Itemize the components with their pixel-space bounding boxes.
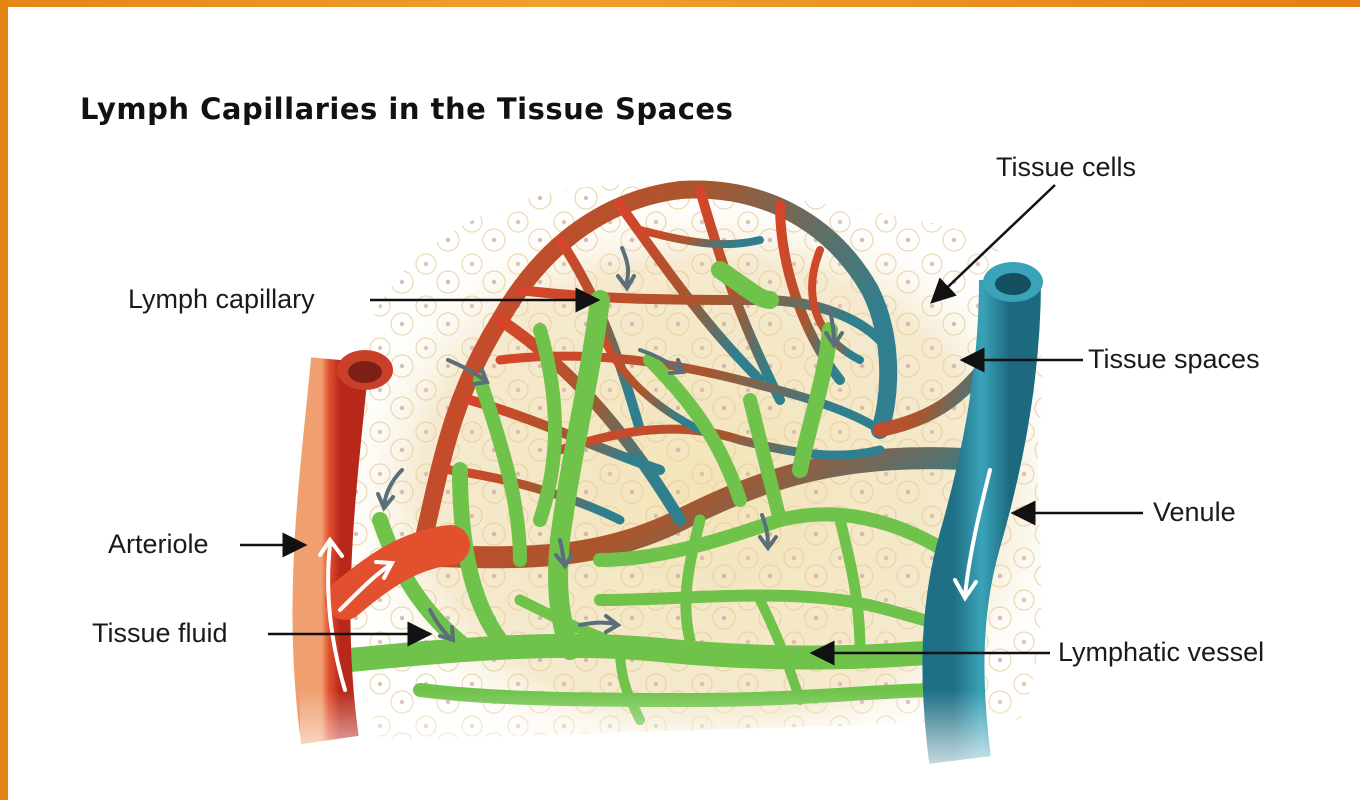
label-venule: Venule: [1153, 499, 1236, 526]
label-tissue-cells: Tissue cells: [996, 154, 1136, 181]
bottom-fade: [300, 690, 1080, 790]
label-arteriole: Arteriole: [108, 531, 209, 558]
diagram-title: Lymph Capillaries in the Tissue Spaces: [80, 92, 733, 126]
label-tissue-fluid: Tissue fluid: [92, 620, 228, 647]
label-tissue-spaces: Tissue spaces: [1088, 346, 1260, 373]
label-lymphatic-vessel: Lymphatic vessel: [1058, 639, 1264, 666]
label-lymph-capillary: Lymph capillary: [128, 286, 315, 313]
